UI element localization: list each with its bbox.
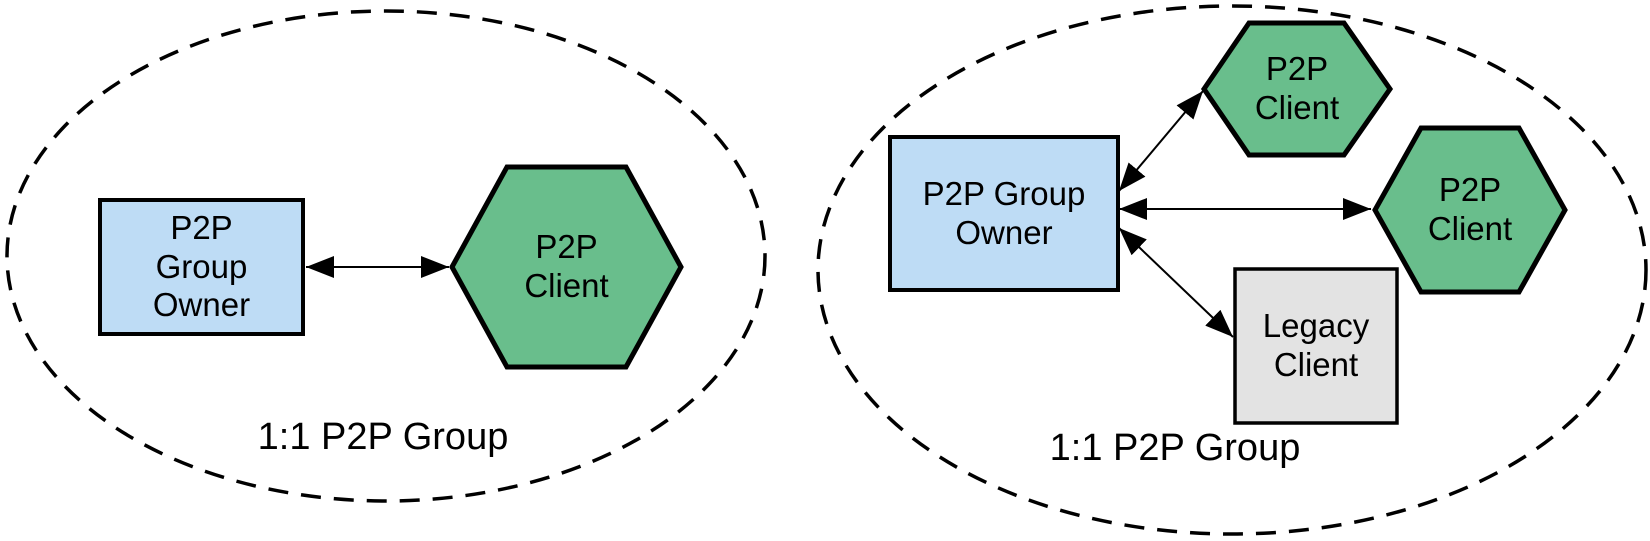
left-owner-node [98,198,305,336]
right-legacy-node [1233,267,1399,425]
right-owner-legacy-edge [1118,227,1234,338]
right-group-ellipse [816,4,1648,536]
left-client-node [449,164,684,370]
right-owner-client-top-edge [1118,90,1204,192]
right-client-right-node [1372,125,1568,295]
right-owner-node [888,135,1120,292]
right-client-top-node [1200,20,1394,158]
left-group-ellipse [5,9,767,503]
